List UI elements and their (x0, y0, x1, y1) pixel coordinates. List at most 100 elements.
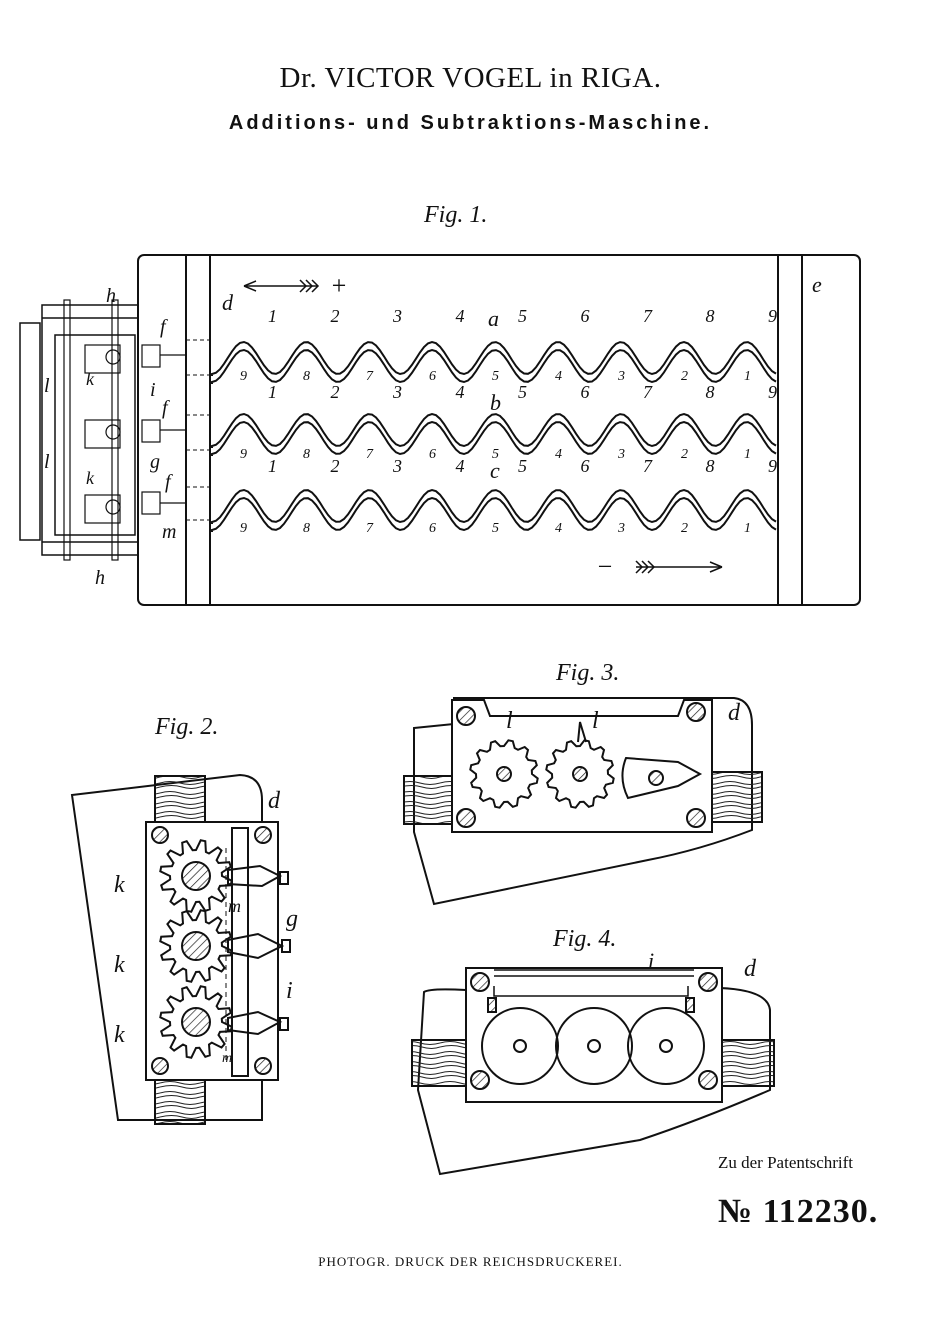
fig1-top-number: 1 (268, 456, 277, 476)
fig1-label-h-bottom: h (95, 567, 105, 589)
fig1-caption: Fig. 1. (424, 202, 488, 228)
fig2-label-g: g (286, 906, 298, 932)
fig1-bottom-number: 8 (303, 369, 310, 384)
fig1-minus-sign: − (596, 552, 614, 581)
fig1-bottom-number: 9 (240, 521, 247, 536)
fig2-gear-hub (181, 1007, 211, 1037)
fig2-gear-hub (181, 931, 211, 961)
fig1-bottom-number: 1 (744, 447, 751, 462)
fig1-label-h-top: h (106, 285, 116, 307)
fig1-label-f1: f (160, 316, 168, 338)
fig1-label-l2: l (44, 451, 50, 473)
fig1-top-number: 2 (331, 306, 340, 326)
fig2-label-k1: k (114, 872, 125, 898)
fig1-bottom-number: 2 (681, 369, 688, 384)
printer-credit: PHOTOGR. DRUCK DER REICHSDRUCKEREI. (318, 1254, 623, 1269)
fig1-bottom-number: 4 (555, 447, 562, 462)
fig4-caption: Fig. 4. (553, 926, 617, 952)
fig1-bottom-number: 8 (303, 521, 310, 536)
fig1-bottom-number: 6 (429, 447, 436, 462)
fig1-label-b: b (490, 390, 501, 415)
fig1-top-number: 7 (643, 382, 653, 402)
fig2-label-m-bottom: m (222, 1051, 232, 1066)
fig1-bottom-number: 9 (240, 369, 247, 384)
fig2-label-i: i (286, 978, 293, 1004)
fig1-top-number: 1 (268, 382, 277, 402)
fig1-bottom-number: 5 (492, 369, 499, 384)
fig1-bottom-number: 9 (240, 447, 247, 462)
fig1-top-number: 2 (331, 456, 340, 476)
fig1-bottom-number: 5 (492, 447, 499, 462)
fig1-number-rows: 1 2 3 4 5 6 7 8 9 9 8 7 6 5 4 3 2 1 1 2 3 4 5 6 7 8 9 9 8 7 6 5 4 3 2 1 1 2 3 4… (240, 306, 777, 536)
fig1-bottom-number: 3 (617, 447, 625, 462)
fig1-top-number: 7 (643, 306, 653, 326)
fig1-label-d: d (222, 290, 234, 315)
fig1-bottom-number: 5 (492, 521, 499, 536)
fig1-label-m: m (162, 521, 176, 543)
fig1-top-number: 9 (768, 306, 777, 326)
fig1-top-number: 8 (706, 456, 715, 476)
fig1-bottom-number: 3 (617, 521, 625, 536)
fig1-top-number: 7 (643, 456, 653, 476)
fig1-bottom-number: 1 (744, 521, 751, 536)
fig1-top-number: 8 (706, 382, 715, 402)
fig1-top-number: 4 (456, 306, 465, 326)
fig2-label-m-top: m (228, 896, 241, 916)
fig1-bottom-number: 4 (555, 521, 562, 536)
fig1-drawing (19, 254, 861, 606)
fig3-label-l1: l (506, 708, 513, 734)
fig3-gear-hub (496, 766, 512, 782)
fig1-top-number: 6 (581, 382, 590, 402)
fig2-drawing (70, 773, 291, 1125)
fig1-bottom-number: 8 (303, 447, 310, 462)
fig1-bottom-number: 1 (744, 369, 751, 384)
fig1-bottom-number: 3 (617, 369, 625, 384)
fig1-top-number: 3 (392, 456, 402, 476)
author-heading: Dr. VICTOR VOGEL in RIGA. (279, 62, 662, 94)
fig2-label-k3: k (114, 1022, 125, 1048)
patent-reference-label: Zu der Patentschrift (718, 1153, 854, 1172)
fig1-label-k1: k (86, 369, 95, 389)
fig3-label-l2: l (592, 708, 599, 734)
fig1-top-number: 5 (518, 382, 527, 402)
fig2-label-k2: k (114, 952, 125, 978)
fig1-top-number: 9 (768, 382, 777, 402)
fig1-top-number: 2 (331, 382, 340, 402)
fig1-top-number: 1 (268, 306, 277, 326)
fig3-drawing (403, 697, 763, 906)
fig3-gear-hub (572, 766, 588, 782)
fig2-caption: Fig. 2. (155, 714, 219, 740)
fig1-top-number: 3 (392, 382, 402, 402)
fig2-gear-hub (181, 861, 211, 891)
fig1-bottom-number: 2 (681, 521, 688, 536)
fig1-bottom-number: 7 (366, 521, 374, 536)
fig1-top-number: 5 (518, 456, 527, 476)
fig1-label-f3: f (165, 471, 173, 493)
fig1-bottom-number: 6 (429, 369, 436, 384)
fig1-top-number: 9 (768, 456, 777, 476)
fig2-label-d: d (268, 788, 281, 814)
fig1-top-number: 6 (581, 306, 590, 326)
fig4-label-d: d (744, 956, 757, 982)
fig1-label-k2: k (86, 468, 95, 488)
fig3-caption: Fig. 3. (556, 660, 620, 686)
fig1-top-number: 6 (581, 456, 590, 476)
fig1-top-number: 4 (456, 382, 465, 402)
fig1-bottom-number: 7 (366, 369, 374, 384)
fig1-top-number: 3 (392, 306, 402, 326)
fig1-plus-sign: + (330, 271, 348, 300)
patent-number: № 112230. (718, 1193, 879, 1230)
fig1-top-number: 4 (456, 456, 465, 476)
fig1-label-c: c (490, 458, 500, 483)
document-title: Additions- und Subtraktions-Maschine. (228, 112, 713, 134)
fig1-label-l1: l (44, 375, 50, 397)
fig1-bottom-number: 4 (555, 369, 562, 384)
fig1-label-e: e (812, 272, 822, 297)
fig1-bottom-number: 7 (366, 447, 374, 462)
fig4-label-i: i (648, 948, 654, 973)
fig1-label-g: g (150, 451, 160, 473)
fig4-drawing (411, 967, 775, 1176)
fig1-label-i: i (150, 379, 156, 401)
fig1-label-a: a (488, 306, 499, 331)
